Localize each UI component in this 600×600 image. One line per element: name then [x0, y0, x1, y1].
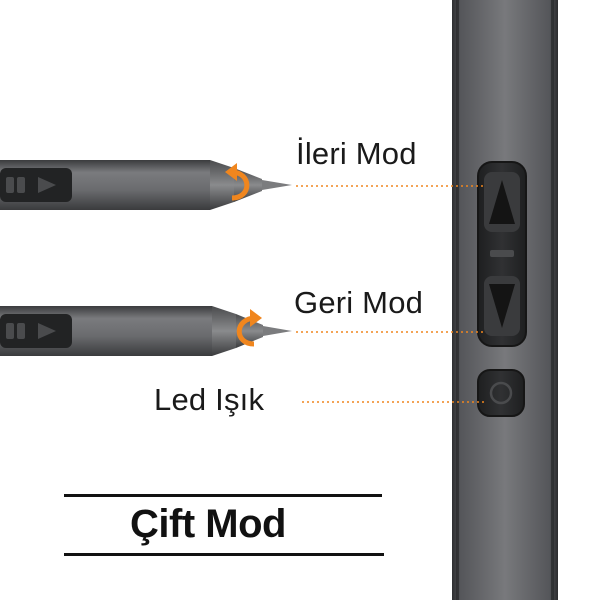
led-button [477, 369, 525, 417]
direction-button-pad [477, 161, 527, 347]
screwdriver-forward [0, 160, 292, 210]
label-forward-mode: İleri Mod [296, 136, 417, 171]
triangle-up-icon [489, 180, 515, 224]
label-reverse-mode: Geri Mod [294, 285, 424, 320]
screwdriver-reverse [0, 306, 292, 356]
label-led-light: Led Işık [154, 382, 265, 417]
title-rule-bottom [64, 553, 384, 556]
circle-icon [489, 381, 513, 405]
triangle-down-icon [489, 284, 515, 328]
title-rule-top [64, 494, 382, 497]
rotate-arrow-icon [225, 163, 250, 201]
mode-divider [490, 250, 514, 257]
page-title: Çift Mod [130, 502, 286, 546]
rotate-arrow-icon [236, 309, 262, 347]
